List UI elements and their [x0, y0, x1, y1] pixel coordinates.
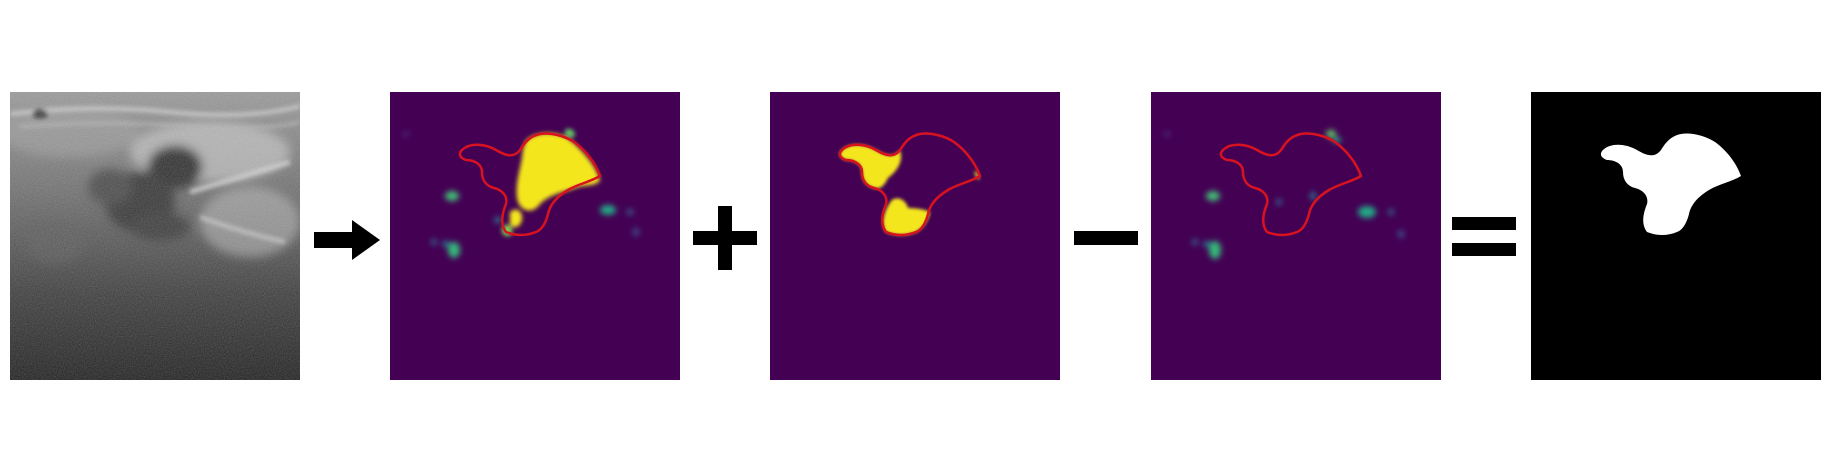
prediction-heatmap-graphic [390, 92, 680, 380]
added-region-heatmap-graphic [770, 92, 1060, 380]
binary-mask [1531, 92, 1821, 380]
removed-region-heatmap-graphic [1151, 92, 1441, 380]
minus-icon [1074, 231, 1138, 245]
ultrasound-image-graphic [10, 92, 300, 380]
arrow-icon [314, 218, 380, 262]
binary-mask-graphic [1531, 92, 1821, 380]
prediction-heatmap [390, 92, 680, 380]
removed-region-heatmap [1151, 92, 1441, 380]
added-region-heatmap [770, 92, 1060, 380]
ultrasound-image [10, 92, 300, 380]
plus-icon [693, 206, 757, 270]
equals-icon [1452, 217, 1516, 257]
